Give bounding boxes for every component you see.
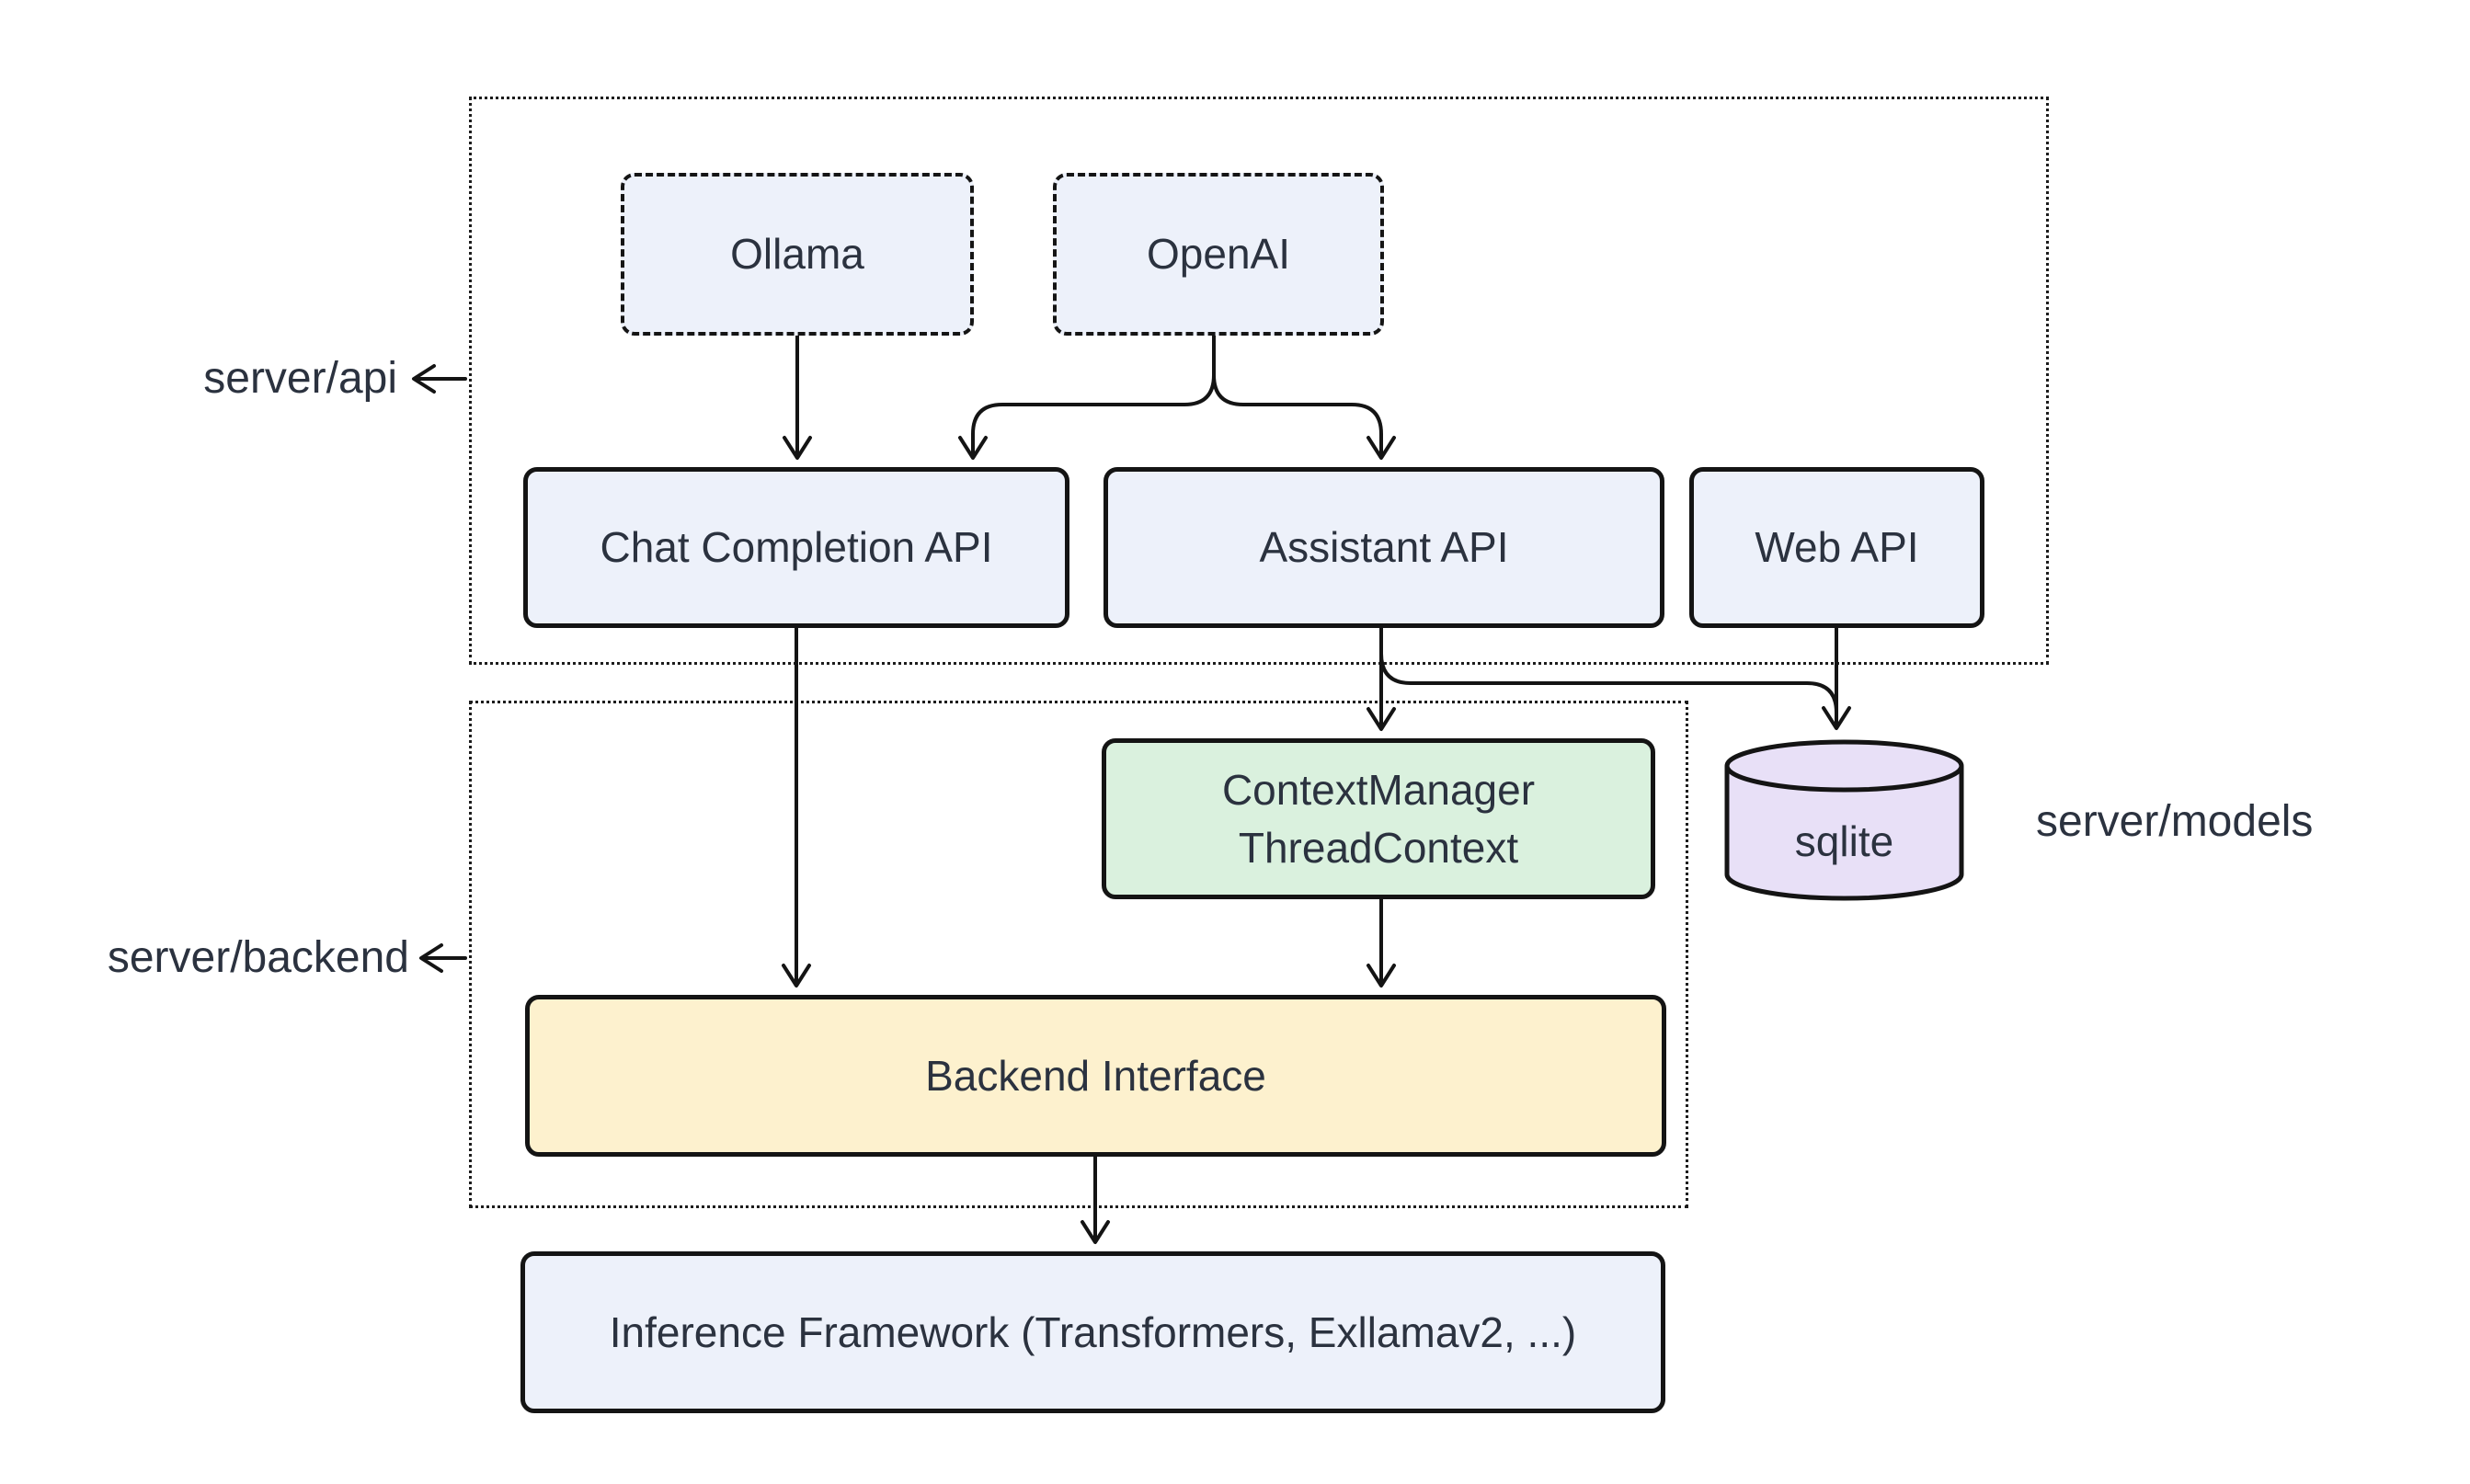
node-sqlite-database: sqlite bbox=[1723, 737, 1965, 901]
server-backend-label: server/backend bbox=[107, 933, 409, 982]
edge-assistant-sqlite bbox=[1379, 652, 1838, 714]
node-backend-interface-label: Backend Interface bbox=[925, 1051, 1266, 1100]
node-sqlite-label: sqlite bbox=[1794, 817, 1894, 865]
node-context-manager: ContextManager ThreadContext bbox=[1102, 738, 1655, 899]
node-openai: OpenAI bbox=[1053, 173, 1384, 336]
server-backend-container bbox=[469, 701, 1688, 1208]
edge-openai-assistant bbox=[1212, 334, 1396, 460]
node-context-manager-line2: ThreadContext bbox=[1238, 823, 1519, 872]
edge-openai-chat bbox=[958, 334, 1216, 460]
database-cylinder-icon bbox=[1724, 739, 1964, 901]
server-api-container bbox=[469, 97, 2049, 665]
node-chat-completion-api-label: Chat Completion API bbox=[600, 523, 993, 572]
server-models-label: server/models bbox=[2036, 797, 2314, 846]
node-assistant-api-label: Assistant API bbox=[1259, 523, 1509, 572]
node-web-api-label: Web API bbox=[1755, 523, 1919, 572]
node-inference-framework: Inference Framework (Transformers, Exlla… bbox=[520, 1251, 1665, 1413]
node-assistant-api: Assistant API bbox=[1103, 467, 1664, 628]
node-ollama-label: Ollama bbox=[730, 230, 864, 279]
node-openai-label: OpenAI bbox=[1147, 230, 1290, 279]
node-ollama: Ollama bbox=[621, 173, 974, 336]
node-inference-framework-label: Inference Framework (Transformers, Exlla… bbox=[609, 1307, 1577, 1356]
node-backend-interface: Backend Interface bbox=[525, 995, 1666, 1157]
node-context-manager-line1: ContextManager bbox=[1221, 766, 1536, 815]
node-chat-completion-api: Chat Completion API bbox=[523, 467, 1069, 628]
server-api-label: server/api bbox=[203, 354, 397, 403]
node-web-api: Web API bbox=[1689, 467, 1984, 628]
